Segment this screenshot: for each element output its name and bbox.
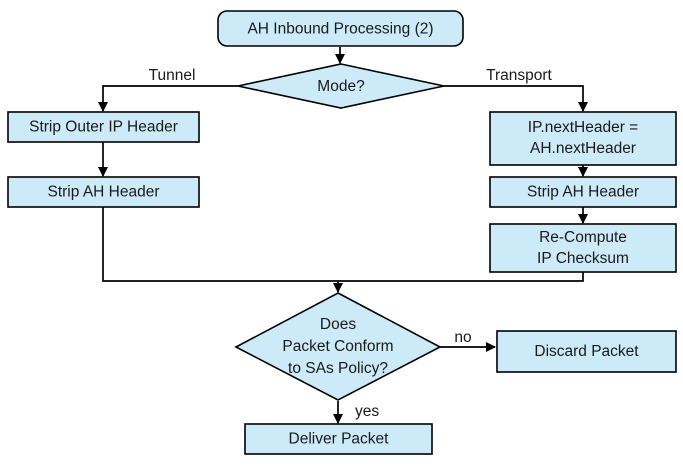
next-header-box (489, 111, 677, 166)
edge-mode-tunnel-to-strip-outer-ip (97, 85, 238, 113)
mode-diamond (237, 63, 445, 109)
recompute-label-line1: Re-Compute (539, 229, 627, 246)
start-label: AH Inbound Processing (2) (247, 21, 433, 38)
node-conform-decision[interactable]: Does Packet Conform to SAs Policy? (234, 292, 442, 401)
conform-label-line1: Does (320, 316, 356, 333)
strip-ah-tunnel-label: Strip AH Header (48, 184, 160, 201)
conform-diamond (234, 292, 442, 401)
recompute-label-line2: IP Checksum (537, 250, 629, 267)
node-next-header-assignment[interactable]: IP.nextHeader = AH.nextHeader (489, 111, 677, 166)
strip-ah-tunnel-box (7, 176, 200, 208)
deliver-box (244, 423, 433, 455)
mode-label: Mode? (317, 78, 365, 95)
node-discard-packet[interactable]: Discard Packet (496, 330, 677, 373)
discard-label: Discard Packet (534, 343, 639, 360)
node-mode-decision[interactable]: Mode? (237, 63, 445, 109)
edge-label-transport: Transport (486, 67, 552, 84)
node-strip-ah-header-tunnel[interactable]: Strip AH Header (7, 176, 200, 208)
edge-tunnel-branch-merge (102, 206, 338, 282)
strip-ah-transport-label: Strip AH Header (527, 184, 639, 201)
conform-label-line2: Packet Conform (282, 338, 393, 355)
node-start[interactable]: AH Inbound Processing (2) (217, 10, 464, 47)
next-header-label-line2: AH.nextHeader (530, 140, 636, 157)
deliver-label: Deliver Packet (289, 431, 390, 448)
node-strip-ah-header-transport[interactable]: Strip AH Header (489, 176, 677, 208)
recompute-box (489, 223, 677, 273)
strip-outer-ip-label: Strip Outer IP Header (29, 119, 178, 136)
edge-mode-transport-to-next-header (444, 85, 589, 113)
discard-box (496, 330, 677, 373)
edge-label-no: no (454, 329, 471, 346)
next-header-label-line1: IP.nextHeader = (528, 119, 638, 136)
edge-label-yes: yes (355, 403, 379, 420)
strip-outer-ip-box (7, 111, 200, 143)
conform-label-line3: to SAs Policy? (288, 360, 388, 377)
node-recompute-ip-checksum[interactable]: Re-Compute IP Checksum (489, 223, 677, 273)
node-deliver-packet[interactable]: Deliver Packet (244, 423, 433, 455)
edge-transport-branch-merge (338, 271, 584, 282)
start-box (217, 10, 464, 47)
strip-ah-transport-box (489, 176, 677, 208)
edge-label-tunnel: Tunnel (149, 67, 196, 84)
node-strip-outer-ip-header[interactable]: Strip Outer IP Header (7, 111, 200, 143)
